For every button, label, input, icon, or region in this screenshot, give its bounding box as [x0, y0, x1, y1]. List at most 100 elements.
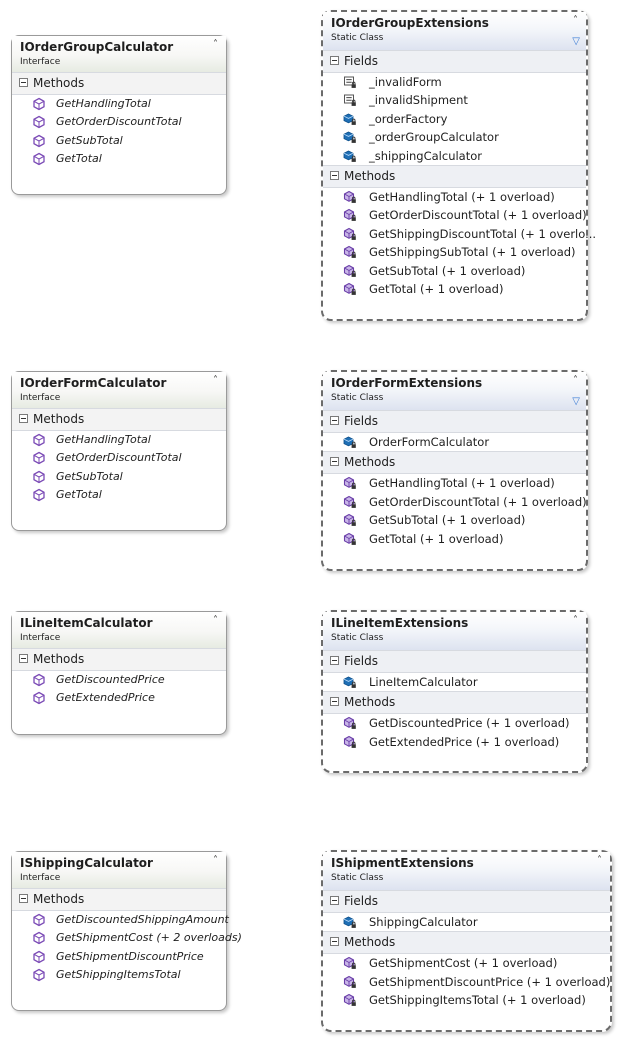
method-name: GetShipmentDiscountPrice (+ 1 overload) — [369, 974, 611, 989]
fields-section-header[interactable]: Fields — [323, 650, 586, 673]
fields-section-header[interactable]: Fields — [323, 890, 610, 913]
fields-section-header[interactable]: Fields — [323, 50, 586, 73]
method-row[interactable]: GetDiscountedPrice (+ 1 overload) — [323, 714, 586, 732]
method-name: GetOrderDiscountTotal (+ 1 overload) — [369, 494, 587, 509]
method-row[interactable]: GetDiscountedShippingAmount — [12, 911, 229, 929]
static-class-shape-ishipmentextensions[interactable]: IShipmentExtensions Static Class ˄ Field… — [321, 850, 612, 1032]
method-name: GetExtendedPrice (+ 1 overload) — [369, 734, 560, 749]
method-row[interactable]: GetSubTotal (+ 1 overload) — [323, 262, 586, 280]
method-row[interactable]: GetHandlingTotal (+ 1 overload) — [323, 474, 586, 492]
method-name: GetDiscountedPrice (+ 1 overload) — [369, 716, 570, 731]
method-row[interactable]: GetDiscountedPrice — [12, 671, 226, 689]
field-row[interactable]: _invalidShipment — [323, 91, 586, 109]
collapse-chevron-icon[interactable]: ˄ — [573, 375, 578, 386]
interface-method-icon — [32, 470, 46, 484]
collapse-chevron-icon[interactable]: ˄ — [573, 15, 578, 26]
field-row[interactable]: OrderFormCalculator — [323, 433, 586, 451]
shape-title: IOrderGroupExtensions — [331, 16, 489, 30]
field-row[interactable]: _orderGroupCalculator — [323, 128, 586, 146]
collapse-minus-icon[interactable] — [19, 894, 28, 903]
field-icon — [343, 435, 357, 449]
method-name: GetHandlingTotal — [56, 433, 151, 446]
method-row[interactable]: GetTotal — [12, 150, 226, 168]
field-name: ShippingCalculator — [369, 915, 478, 929]
interface-method-icon — [32, 115, 46, 129]
method-row[interactable]: GetTotal — [12, 486, 226, 504]
shape-header: ILineItemExtensions Static Class ˄ — [323, 612, 586, 650]
static-class-shape-ilineitemextensions[interactable]: ILineItemExtensions Static Class ˄ Field… — [321, 610, 588, 773]
methods-section-header[interactable]: Methods — [323, 931, 610, 955]
method-row[interactable]: GetSubTotal (+ 1 overload) — [323, 511, 586, 529]
collapse-minus-icon[interactable] — [19, 414, 28, 423]
collapse-minus-icon[interactable] — [330, 416, 339, 425]
collapse-chevron-icon[interactable]: ˄ — [213, 375, 218, 386]
filter-icon[interactable]: ▽ — [572, 396, 580, 407]
interface-method-icon — [32, 913, 46, 927]
collapse-chevron-icon[interactable]: ˄ — [597, 855, 602, 866]
field-row[interactable]: LineItemCalculator — [323, 673, 586, 691]
collapse-chevron-icon[interactable]: ˄ — [573, 615, 578, 626]
shape-kind: Static Class — [331, 393, 384, 403]
collapse-minus-icon[interactable] — [19, 654, 28, 663]
collapse-minus-icon[interactable] — [330, 457, 339, 467]
methods-section-header[interactable]: Methods — [12, 888, 226, 911]
shape-kind: Static Class — [331, 633, 384, 643]
interface-shape-ilineitemcalculator[interactable]: ILineItemCalculator Interface ˄ Methods … — [11, 611, 227, 735]
collapse-minus-icon[interactable] — [330, 170, 339, 180]
interface-method-icon — [32, 950, 46, 964]
method-row[interactable]: GetShippingDiscountTotal (+ 1 overlo... — [323, 225, 596, 243]
interface-shape-iorderformcalculator[interactable]: IOrderFormCalculator Interface ˄ Methods… — [11, 371, 227, 531]
collapse-chevron-icon[interactable]: ˄ — [213, 39, 218, 50]
interface-method-icon — [32, 451, 46, 465]
method-row[interactable]: GetHandlingTotal (+ 1 overload) — [323, 188, 586, 206]
method-row[interactable]: GetShipmentCost (+ 1 overload) — [323, 954, 610, 972]
static-method-icon — [343, 282, 357, 296]
methods-section-header[interactable]: Methods — [12, 72, 226, 95]
method-row[interactable]: GetShipmentCost (+ 2 overloads) — [12, 929, 242, 947]
fields-section-header[interactable]: Fields — [323, 410, 586, 433]
method-row[interactable]: GetOrderDiscountTotal (+ 1 overload) — [323, 206, 587, 224]
collapse-chevron-icon[interactable]: ˄ — [213, 855, 218, 866]
method-row[interactable]: GetExtendedPrice — [12, 689, 226, 707]
field-row[interactable]: _orderFactory — [323, 110, 586, 128]
method-row[interactable]: GetOrderDiscountTotal — [12, 113, 226, 131]
method-row[interactable]: GetShippingItemsTotal (+ 1 overload) — [323, 991, 610, 1009]
interface-shape-ishippingcalculator[interactable]: IShippingCalculator Interface ˄ Methods … — [11, 851, 242, 1011]
method-row[interactable]: GetHandlingTotal — [12, 95, 226, 113]
collapse-minus-icon[interactable] — [330, 896, 339, 905]
collapse-minus-icon[interactable] — [330, 56, 339, 65]
method-row[interactable]: GetShippingItemsTotal — [12, 966, 226, 984]
field-row[interactable]: _invalidForm — [323, 73, 586, 91]
collapse-minus-icon[interactable] — [330, 656, 339, 665]
method-row[interactable]: GetExtendedPrice (+ 1 overload) — [323, 733, 586, 751]
method-name: GetSubTotal — [56, 133, 123, 147]
method-row[interactable]: GetSubTotal — [12, 132, 226, 150]
method-row[interactable]: GetTotal (+ 1 overload) — [323, 280, 586, 298]
methods-section-header[interactable]: Methods — [12, 648, 226, 671]
method-row[interactable]: GetShipmentDiscountPrice — [12, 948, 226, 966]
methods-section-header[interactable]: Methods — [323, 164, 586, 188]
interface-shape-iordergroupcalculator[interactable]: IOrderGroupCalculator Interface ˄ Method… — [11, 35, 227, 195]
collapse-minus-icon[interactable] — [330, 697, 339, 707]
collapse-chevron-icon[interactable]: ˄ — [213, 615, 218, 626]
shape-kind: Interface — [20, 393, 61, 403]
static-class-shape-iorderformextensions[interactable]: IOrderFormExtensions Static Class ˄ ▽ Fi… — [321, 370, 588, 571]
field-row[interactable]: ShippingCalculator — [323, 913, 610, 931]
method-name: GetTotal (+ 1 overload) — [369, 281, 504, 296]
method-row[interactable]: GetOrderDiscountTotal (+ 1 overload) — [323, 493, 587, 511]
method-name: GetOrderDiscountTotal — [56, 451, 182, 465]
method-row[interactable]: GetTotal (+ 1 overload) — [323, 530, 586, 548]
method-row[interactable]: GetShippingSubTotal (+ 1 overload) — [323, 243, 586, 261]
methods-section-header[interactable]: Methods — [323, 691, 586, 715]
method-row[interactable]: GetOrderDiscountTotal — [12, 449, 226, 467]
methods-section-header[interactable]: Methods — [323, 451, 586, 475]
collapse-minus-icon[interactable] — [330, 937, 339, 947]
static-class-shape-iordergroupextensions[interactable]: IOrderGroupExtensions Static Class ˄ ▽ F… — [321, 10, 596, 321]
filter-icon[interactable]: ▽ — [572, 36, 580, 47]
field-row[interactable]: _shippingCalculator — [323, 147, 586, 165]
methods-section-header[interactable]: Methods — [12, 408, 226, 431]
method-row[interactable]: GetSubTotal — [12, 468, 226, 486]
method-row[interactable]: GetHandlingTotal — [12, 431, 226, 449]
method-row[interactable]: GetShipmentDiscountPrice (+ 1 overload) — [323, 973, 610, 991]
collapse-minus-icon[interactable] — [19, 78, 28, 87]
